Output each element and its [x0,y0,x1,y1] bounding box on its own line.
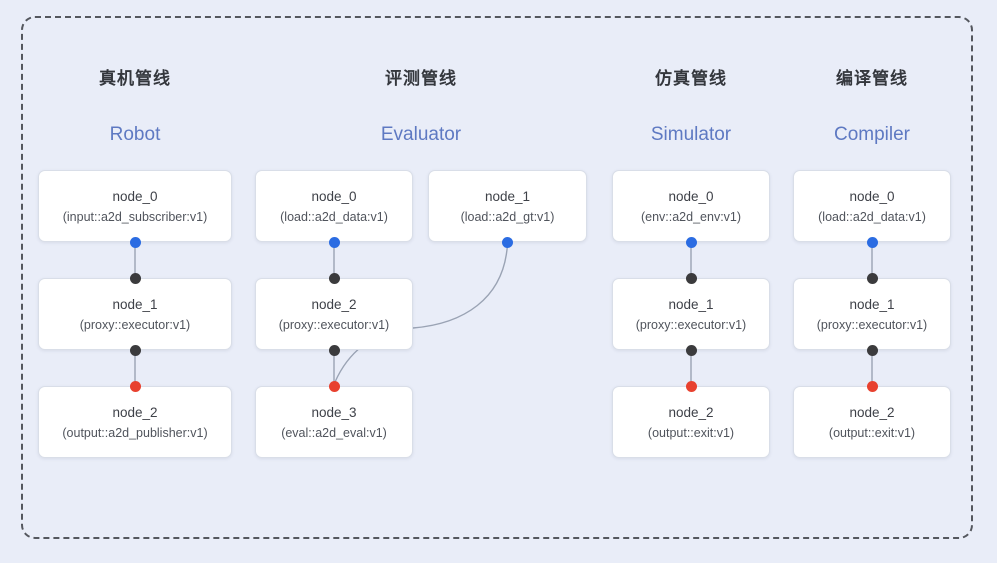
node-type: (load::a2d_data:v1) [818,209,926,224]
node-type: (output::a2d_publisher:v1) [62,425,208,440]
red-port-dot [685,380,697,392]
node-card: node_3 (eval::a2d_eval:v1) [255,386,413,458]
black-port-dot [129,344,141,356]
node-type: (input::a2d_subscriber:v1) [62,209,208,224]
node-type: (env::a2d_env:v1) [640,209,742,224]
node-card: node_1 (load::a2d_gt:v1) [428,170,587,242]
robot-zh-title: 真机管线 [99,69,171,88]
node-name: node_1 [849,296,895,312]
compiler-zh-title: 编译管线 [836,69,908,88]
node-name: node_2 [311,296,357,312]
node-card: node_1 (proxy::executor:v1) [793,278,951,350]
node-card: node_0 (load::a2d_data:v1) [793,170,951,242]
red-port-dot [866,380,878,392]
node-card: node_1 (proxy::executor:v1) [612,278,770,350]
black-port-dot [866,272,878,284]
blue-port-dot [685,236,697,248]
simulator-zh-title: 仿真管线 [655,69,727,88]
blue-port-dot [866,236,878,248]
blue-port-dot [328,236,340,248]
node-name: node_0 [112,188,158,204]
compiler-en-title: Compiler [833,124,911,145]
robot-en-title: Robot [109,124,161,145]
node-type: (eval::a2d_eval:v1) [281,425,387,440]
blue-port-dot [502,236,513,248]
node-type: (load::a2d_gt:v1) [460,209,555,224]
black-port-dot [866,344,878,356]
node-type: (proxy::executor:v1) [79,317,191,332]
black-port-dot [685,344,697,356]
simulator-en-title: Simulator [650,124,732,145]
black-port-dot [685,272,697,284]
black-port-dot [328,272,340,284]
blue-port-dot [129,236,141,248]
node-name: node_2 [668,404,714,420]
node-name: node_1 [668,296,714,312]
node-type: (output::exit:v1) [828,425,916,440]
node-card: node_2 (output::a2d_publisher:v1) [38,386,232,458]
node-card: node_2 (output::exit:v1) [793,386,951,458]
node-type: (load::a2d_data:v1) [280,209,388,224]
node-name: node_0 [311,188,357,204]
evaluator-en-title: Evaluator [380,124,462,145]
node-card: node_2 (proxy::executor:v1) [255,278,413,350]
node-name: node_0 [668,188,714,204]
node-name: node_0 [849,188,895,204]
node-card: node_2 (output::exit:v1) [612,386,770,458]
black-port-dot [129,272,141,284]
node-type: (proxy::executor:v1) [278,317,390,332]
node-name: node_2 [849,404,895,420]
black-port-dot [328,344,340,356]
node-card: node_0 (env::a2d_env:v1) [612,170,770,242]
red-port-dot [328,380,340,392]
node-card: node_1 (proxy::executor:v1) [38,278,232,350]
node-name: node_1 [112,296,158,312]
node-name: node_1 [484,188,531,204]
node-card: node_0 (input::a2d_subscriber:v1) [38,170,232,242]
node-name: node_2 [112,404,158,420]
node-type: (proxy::executor:v1) [635,317,747,332]
evaluator-zh-title: 评测管线 [385,69,457,88]
node-name: node_3 [311,404,357,420]
edge-curve-gt-to-eval [334,243,509,383]
red-port-dot [129,380,141,392]
node-type: (proxy::executor:v1) [816,317,928,332]
node-card: node_0 (load::a2d_data:v1) [255,170,413,242]
node-type: (output::exit:v1) [647,425,735,440]
